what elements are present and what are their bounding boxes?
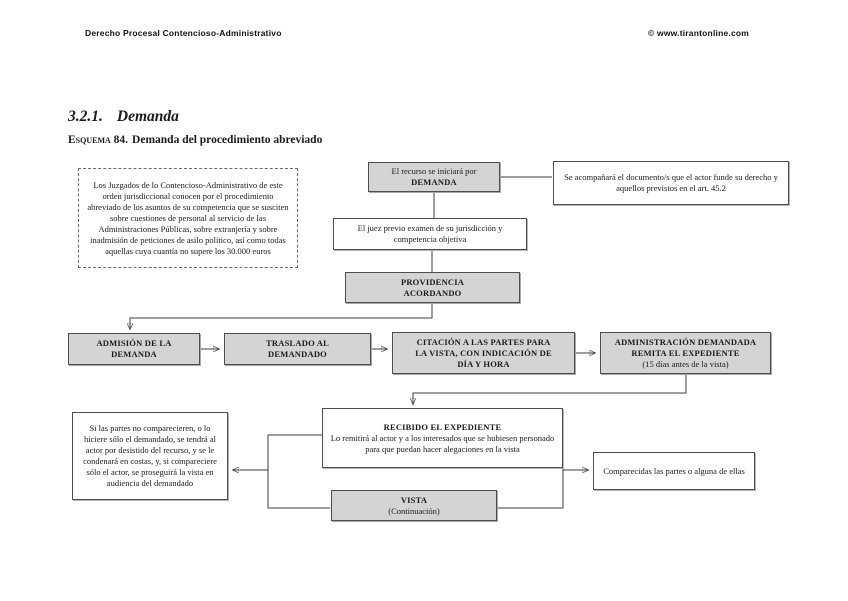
node-administracion-line2: REMITA EL EXPEDIENTE — [631, 347, 740, 358]
running-header-left: Derecho Procesal Contencioso-Administrat… — [85, 28, 282, 38]
node-demanda-line2: DEMANDA — [411, 177, 457, 187]
schema-heading: Esquema 84.Demanda del procedimiento abr… — [68, 134, 322, 146]
node-recibido-body: Lo remitirá al actor y a los interesados… — [330, 432, 555, 454]
node-traslado: TRASLADO AL DEMANDADO — [224, 333, 371, 365]
node-citacion-line2: LA VISTA, CON INDICACIÓN DE — [415, 347, 552, 358]
connector-providencia-admision — [130, 303, 433, 329]
node-admision-line1: ADMISIÓN DE LA — [96, 338, 172, 348]
node-recibido-title: RECIBIDO EL EXPEDIENTE — [383, 421, 502, 432]
section-title: 3.2.1. Demanda — [68, 108, 179, 126]
schema-title: Demanda del procedimiento abreviado — [132, 134, 323, 146]
node-traslado-line2: DEMANDADO — [268, 349, 327, 359]
node-administracion-note: (15 días antes de la vista) — [642, 358, 729, 369]
node-administracion: ADMINISTRACIÓN DEMANDADA REMITA EL EXPED… — [600, 332, 771, 374]
connector-recibido-vista-right — [498, 468, 564, 509]
node-providencia-line1: PROVIDENCIA — [400, 276, 465, 287]
node-citacion-line1: CITACIÓN A LAS PARTES PARA — [416, 336, 551, 347]
node-traslado-line1: TRASLADO AL — [266, 338, 329, 348]
node-vista-note: (Continuación) — [388, 505, 440, 516]
node-juez-examen: El juez previo examen de su jurisdicción… — [333, 218, 527, 250]
node-demanda-line1: El recurso se iniciará por — [391, 166, 477, 176]
node-admision-line2: DEMANDA — [111, 349, 157, 359]
section-number: 3.2.1. — [68, 108, 103, 125]
node-recibido: RECIBIDO EL EXPEDIENTE Lo remitirá al ac… — [322, 408, 563, 468]
connector-recibido-vista-left — [267, 434, 330, 509]
node-juzgados-note: Los Juzgados de lo Contencioso-Administr… — [78, 168, 298, 268]
section-name: Demanda — [116, 108, 179, 125]
node-admision: ADMISIÓN DE LA DEMANDA — [68, 333, 200, 365]
connector-administracion-recibido — [413, 374, 687, 404]
node-comparecidas: Comparecidas las partes o alguna de ella… — [593, 452, 755, 490]
node-no-comparecen: Si las partes no comparecieren, o lo hic… — [72, 412, 228, 500]
running-header-right: © www.tirantonline.com — [648, 28, 750, 38]
node-citacion: CITACIÓN A LAS PARTES PARA LA VISTA, CON… — [392, 332, 575, 374]
node-administracion-line1: ADMINISTRACIÓN DEMANDADA — [614, 336, 757, 347]
node-vista-title: VISTA — [400, 494, 428, 505]
node-providencia: PROVIDENCIA ACORDANDO — [345, 272, 520, 303]
node-vista: VISTA (Continuación) — [331, 490, 497, 521]
node-acompanara: Se acompañará el documento/s que el acto… — [553, 161, 789, 205]
node-demanda: El recurso se iniciará por DEMANDA — [368, 162, 500, 192]
node-citacion-line3: DÍA Y HORA — [457, 358, 510, 369]
schema-label: Esquema 84. — [68, 134, 129, 146]
node-providencia-line2: ACORDANDO — [403, 287, 462, 298]
